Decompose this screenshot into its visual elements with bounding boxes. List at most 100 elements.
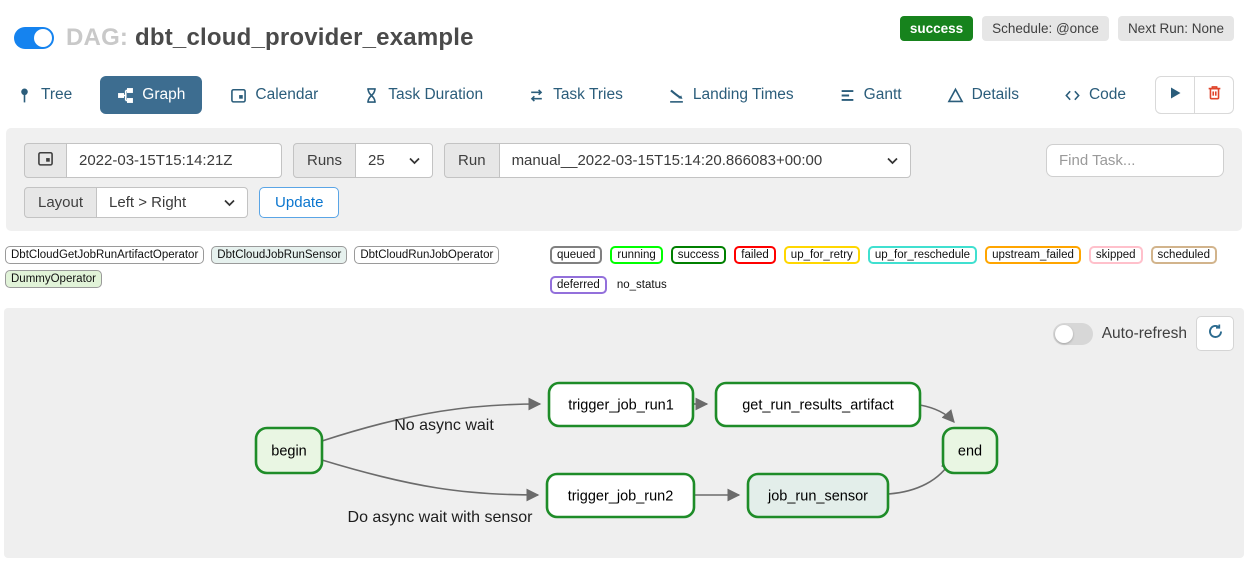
tab-label: Code [1088, 86, 1127, 103]
runs-label: Runs [293, 143, 357, 178]
header-badges: success Schedule: @once Next Run: None [899, 16, 1234, 41]
landing-times-icon [668, 87, 685, 104]
task-node-end[interactable] [941, 426, 999, 475]
operator-badge: DbtCloudGetJobRunArtifactOperator [5, 246, 205, 264]
play-icon [1167, 85, 1183, 106]
details-icon [947, 87, 964, 104]
task-node-label: get_run_results_artifact [742, 398, 894, 414]
run-selected-value: manual__2022-03-15T15:14:20.866083+00:00 [511, 152, 823, 169]
base-date-group: 2022-03-15T15:14:21Z [24, 143, 282, 178]
status-legend-scheduled: scheduled [1150, 246, 1217, 264]
toggle-knob [34, 29, 52, 47]
runs-select[interactable]: 25 [355, 143, 434, 178]
tab-graph[interactable]: Graph [100, 76, 203, 114]
code-icon [1064, 87, 1081, 104]
page-header: DAG: dbt_cloud_provider_example success … [0, 0, 1248, 52]
refresh-button[interactable] [1196, 316, 1234, 351]
auto-refresh-control: Auto-refresh [1052, 316, 1234, 351]
operator-legend: DbtCloudGetJobRunArtifactOperator DbtClou… [5, 246, 550, 288]
task-node-begin[interactable] [254, 426, 324, 475]
operator-badge: DbtCloudRunJobOperator [354, 246, 500, 264]
update-button[interactable]: Update [259, 187, 340, 218]
operator-badge: DummyOperator [5, 270, 102, 288]
auto-refresh-toggle[interactable] [1052, 322, 1093, 345]
delete-dag-button[interactable] [1194, 76, 1234, 114]
status-legend-queued: queued [550, 246, 603, 264]
base-date-input[interactable]: 2022-03-15T15:14:21Z [66, 143, 282, 178]
task-node-get_run_results_artifact[interactable] [714, 381, 922, 428]
status-legend-skipped: skipped [1088, 246, 1143, 264]
status-legend-no_status: no_status [616, 279, 667, 291]
next-run-badge: Next Run: None [1117, 16, 1234, 41]
tab-gantt[interactable]: Gantt [837, 76, 904, 114]
gantt-icon [839, 87, 856, 104]
tab-task-duration[interactable]: Task Duration [361, 76, 485, 114]
tab-label: Landing Times [692, 86, 794, 103]
calendar-icon [230, 87, 247, 104]
tab-label: Calendar [255, 86, 319, 103]
task-node-label: trigger_job_run2 [568, 489, 674, 505]
dag-pause-toggle[interactable] [14, 27, 54, 49]
toggle-knob [1054, 324, 1073, 343]
tab-label: Details [971, 86, 1019, 103]
legend: DbtCloudGetJobRunArtifactOperator DbtClou… [0, 246, 1248, 294]
layout-selected-value: Left > Right [109, 194, 187, 211]
dag-name: dbt_cloud_provider_example [135, 24, 474, 51]
edge-get_run_results_artifact-end [919, 404, 955, 423]
tab-calendar[interactable]: Calendar [228, 76, 320, 114]
run-group: Run manual__2022-03-15T15:14:20.866083+0… [444, 143, 911, 178]
layout-select[interactable]: Left > Right [96, 187, 249, 218]
layout-group: Layout Left > Right [24, 187, 249, 218]
task-node-job_run_sensor[interactable] [746, 472, 890, 519]
task-node-label: trigger_job_run1 [568, 398, 674, 414]
task-node-trigger_job_run1[interactable] [547, 381, 695, 428]
runs-selected-value: 25 [368, 152, 385, 169]
status-legend-deferred: deferred [550, 276, 607, 294]
task-duration-icon [363, 87, 380, 104]
schedule-badge: Schedule: @once [982, 16, 1109, 41]
task-node-label: job_run_sensor [767, 489, 868, 505]
operator-badge: DbtCloudJobRunSensor [211, 246, 348, 264]
find-task-input[interactable] [1046, 144, 1224, 177]
task-node-label: begin [271, 444, 306, 460]
status-legend-failed: failed [734, 246, 776, 264]
calendar-picker-button[interactable] [24, 143, 67, 178]
edge-begin-trigger_job_run1 [321, 397, 542, 442]
tab-bar: Tree Graph Calendar Task Duration Task Tries… [0, 76, 1248, 114]
tab-landing-times[interactable]: Landing Times [666, 76, 796, 114]
tab-label: Graph [142, 86, 186, 103]
dag-title-prefix: DAG: [66, 24, 129, 51]
filter-panel: 2022-03-15T15:14:21Z Runs 25 Run manual_… [6, 128, 1242, 231]
task-node-label: end [958, 444, 982, 460]
dag-actions [1155, 76, 1234, 114]
trash-icon [1206, 84, 1223, 106]
chevron-down-icon [886, 157, 898, 165]
task-node-trigger_job_run2[interactable] [545, 472, 696, 519]
status-badge: success [899, 16, 974, 41]
runs-group: Runs 25 [293, 143, 434, 178]
status-legend-running: running [610, 246, 663, 264]
refresh-icon [1207, 323, 1224, 345]
status-legend-up_for_reschedule: up_for_reschedule [867, 246, 978, 264]
tab-label: Gantt [863, 86, 902, 103]
tab-tree[interactable]: Tree [14, 76, 74, 114]
layout-label: Layout [24, 187, 98, 218]
tree-icon [16, 87, 33, 104]
calendar-icon [37, 150, 54, 171]
tab-code[interactable]: Code [1062, 76, 1128, 114]
tab-label: Task Duration [388, 86, 484, 103]
tab-details[interactable]: Details [945, 76, 1021, 114]
task-tries-icon [528, 87, 545, 104]
tab-task-tries[interactable]: Task Tries [526, 76, 625, 114]
edge-begin-trigger_job_run2 [321, 459, 540, 502]
chevron-down-icon [224, 199, 235, 207]
run-select[interactable]: manual__2022-03-15T15:14:20.866083+00:00 [498, 143, 911, 178]
edge-label: Do async wait with sensor [348, 509, 534, 526]
status-legend-upstream_failed: upstream_failed [985, 246, 1081, 264]
graph-icon [117, 87, 134, 104]
auto-refresh-label: Auto-refresh [1101, 324, 1187, 342]
trigger-dag-button[interactable] [1155, 76, 1195, 114]
